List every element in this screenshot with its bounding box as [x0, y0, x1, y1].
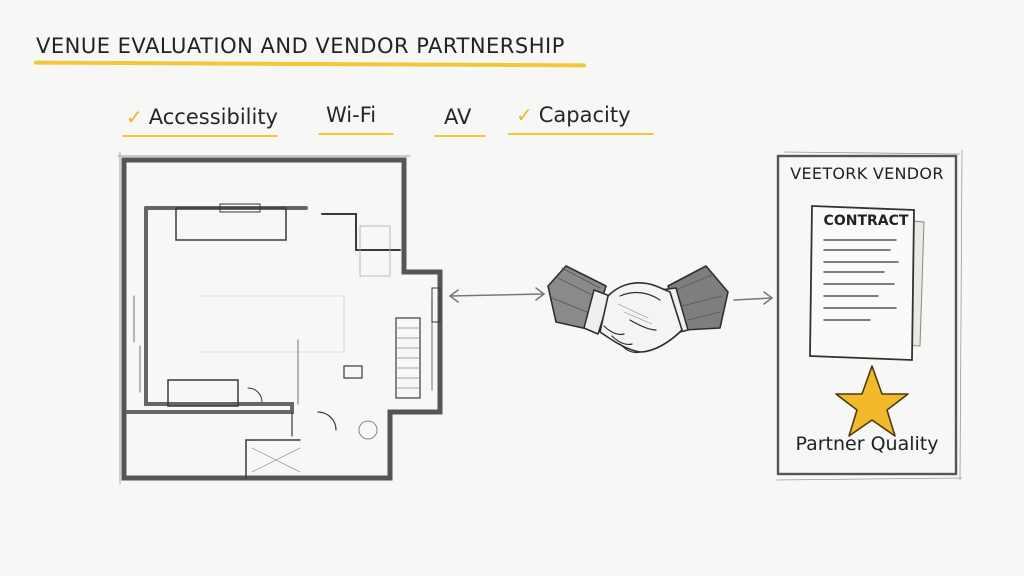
floor-plan-icon	[117, 151, 443, 485]
partner-quality-label: Partner Quality	[795, 433, 939, 455]
criterion-label: Wi-Fi	[326, 103, 377, 127]
vendor-title: VEETORK VENDOR	[790, 164, 944, 183]
criterion-accessibility: ✓Accessibility	[126, 105, 278, 129]
criterion-underline	[508, 133, 654, 135]
arrow-right-icon	[733, 291, 774, 305]
criterion-label: Capacity	[538, 103, 631, 127]
page-title: VENUE EVALUATION AND VENDOR PARTNERSHIP	[36, 34, 565, 58]
criterion-wifi: Wi-Fi	[326, 103, 376, 127]
criterion-underline	[434, 135, 486, 137]
criteria-list: ✓Accessibility Wi-Fi AV ✓Capacity	[0, 103, 700, 145]
criterion-label: AV	[444, 105, 472, 129]
star-icon	[835, 365, 909, 437]
criterion-underline	[318, 133, 394, 135]
handshake-icon	[547, 265, 729, 354]
contract-title: CONTRACT	[823, 213, 909, 229]
criterion-label: Accessibility	[148, 105, 278, 129]
checkmark-icon: ✓	[126, 105, 143, 129]
contract-icon	[809, 205, 925, 361]
double-arrow-icon	[448, 287, 546, 303]
checkmark-icon: ✓	[516, 103, 533, 127]
criterion-capacity: ✓Capacity	[516, 103, 631, 127]
criterion-underline	[122, 135, 278, 137]
vendor-box	[775, 149, 963, 481]
criterion-av: AV	[444, 105, 471, 129]
